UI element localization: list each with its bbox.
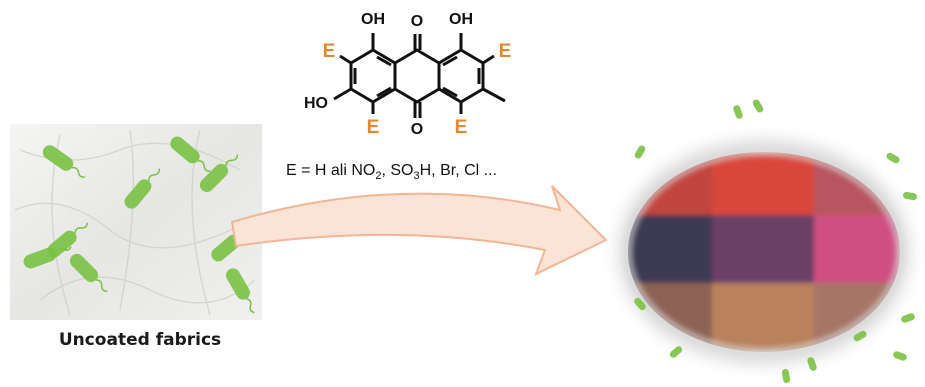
- uncoated-fabrics-label: Uncoated fabrics: [58, 330, 222, 350]
- formula-suffix: H, Br, Cl ...: [419, 162, 497, 179]
- oh-label-left: OH: [361, 11, 385, 28]
- left-ring-double-2: [376, 55, 392, 67]
- bacterium-icon: [170, 136, 211, 172]
- e-bond-left-top: [339, 54, 352, 65]
- uncoated-bacteria-group: [23, 136, 255, 314]
- left-ring-double-3: [376, 86, 392, 98]
- methyl-bond: [482, 87, 506, 103]
- fabric-swatch: [628, 215, 712, 283]
- bacterium-icon: [903, 191, 917, 201]
- bacterium-icon: [124, 168, 160, 209]
- bacterium-icon: [634, 145, 646, 159]
- ho-bond: [333, 87, 352, 101]
- e-label-left-bottom: E: [367, 117, 380, 138]
- formula-prefix: E = H ali NO: [286, 162, 376, 179]
- uncoated-fabric-panel: [10, 124, 262, 320]
- bacterium-icon: [669, 346, 683, 358]
- right-ring: [437, 48, 485, 104]
- bacterium-icon: [42, 145, 86, 178]
- right-ring-double-3: [442, 86, 458, 98]
- coated-fabric-panel: [606, 99, 922, 383]
- bacterium-icon: [886, 152, 900, 164]
- formula-middle: , SO: [381, 162, 414, 179]
- e-bond-right-top: [482, 54, 495, 65]
- process-arrow: [230, 185, 608, 276]
- bacterium-icon: [226, 268, 255, 314]
- fabric-swatch: [814, 215, 900, 283]
- bacterium-icon: [69, 253, 108, 293]
- bacterium-icon: [853, 330, 867, 342]
- substituent-formula: E = H ali NO2, SO3H, Br, Cl ...: [286, 162, 497, 182]
- bacterium-icon: [199, 154, 239, 193]
- carbonyl-label-bottom: O: [411, 121, 423, 138]
- oh-label-right: OH: [449, 11, 473, 28]
- e-label-left-top: E: [323, 41, 336, 62]
- bacterium-icon: [781, 369, 791, 383]
- bacterium-icon: [893, 351, 907, 361]
- e-label-right-top: E: [499, 41, 512, 62]
- fabric-swatch: [712, 152, 814, 215]
- ho-label: HO: [304, 95, 328, 112]
- right-ring-double-2: [442, 55, 458, 67]
- bacterium-icon: [634, 297, 646, 311]
- formula-subscript-1: 2: [375, 170, 382, 183]
- bacterium-icon: [807, 357, 817, 371]
- fabric-swatch: [712, 215, 814, 283]
- fabric-swatch: [712, 283, 814, 352]
- bacterium-icon: [901, 313, 915, 323]
- e-label-right-bottom: E: [455, 117, 468, 138]
- left-ring: [349, 48, 397, 104]
- bacterium-icon: [733, 105, 743, 119]
- middle-ring: [393, 48, 441, 104]
- formula-subscript-2: 3: [413, 170, 420, 183]
- bacterium-icon: [23, 246, 72, 269]
- halo-rim: [623, 147, 905, 357]
- bacterium-icon: [752, 99, 764, 113]
- anthraquinone-structure: [333, 33, 506, 118]
- repelled-bacteria-group: [634, 99, 917, 383]
- carbonyl-label-top: O: [411, 13, 423, 30]
